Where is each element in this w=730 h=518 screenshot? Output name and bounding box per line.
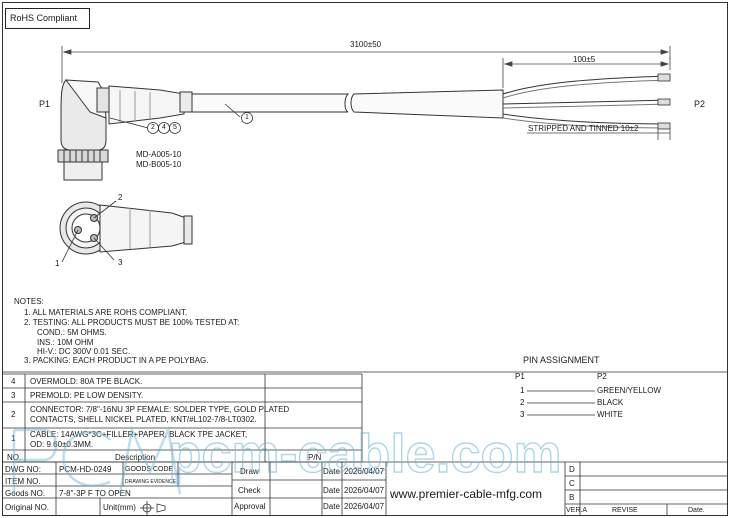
check-date: 2026/04/07 [344,486,385,495]
bom-row-no: 1 [11,434,16,443]
connector-model-b: MD-B005-10 [136,160,182,169]
rev-letter: C [569,479,575,488]
note-line: HI-V.: DC 300V 0.01 SEC. [37,347,131,356]
strip-length-dim: 100±5 [573,55,596,64]
tinned-ends [657,73,671,130]
pin-col-p2: P2 [597,372,607,381]
p2-label: P2 [694,99,706,109]
pin-row-p2: WHITE [597,410,623,419]
p1-label: P1 [39,99,51,109]
bom-row-no: 2 [11,410,16,419]
website-url: www.premier-cable-mfg.com [390,487,543,501]
rev-date-label: Date. [688,507,705,514]
check-label: Check [238,486,261,495]
original-no-label: Original NO. [5,503,50,512]
dwg-no-label: DWG NO: [5,465,41,474]
drawing-evidence-label: DRAWING EVIDENCE [125,479,176,485]
bom-row-no: 3 [11,391,16,400]
pin-1-label: 1 [55,259,60,268]
title-block-grid [2,461,727,515]
connector-model-a: MD-A005-10 [136,150,182,159]
approval-date: 2026/04/07 [344,502,385,511]
pin-assignment-title: PIN ASSIGNMENT [523,355,600,365]
pin-row-p1: 1 [520,386,525,395]
goods-no-label: Goods NO. [5,489,46,498]
bom-header-no: NO. [7,453,22,462]
projection-symbol-icon [140,501,166,515]
pin-assignment-lines [527,390,595,416]
pin-leaders [61,200,117,263]
pin-row-p2: GREEN/YELLOW [597,386,662,395]
dwg-no-value: PCM-HD-0249 [59,465,112,474]
pin-col-p1: P1 [515,372,525,381]
overall-length-dim: 3100±50 [350,40,382,49]
note-line: 3. PACKING: EACH PRODUCT IN A PE POLYBAG… [24,356,209,365]
bom-row-desc: PREMOLD: PE LOW DENSITY. [30,391,144,400]
pin-row-p1: 3 [520,410,525,419]
item-no-label: ITEM NO. [5,477,41,486]
bom-row-desc: CONTACTS, SHELL NICKEL PLATED, KNT/#L102… [30,415,257,424]
p1-connector-front [59,201,193,255]
draw-date: 2026/04/07 [344,467,385,476]
unit-label: Unit(mm) [103,503,136,512]
cable-callout [224,103,253,124]
strip-dimension [502,58,671,88]
callout-1: 1 [245,114,249,121]
note-line: INS.: 10M OHM [37,338,94,347]
connector-callouts [109,117,181,134]
rohs-label: RoHS Compliant [10,13,78,23]
bom-row-desc: OD: 9.60±0.3MM. [30,440,94,449]
note-line: 1. ALL MATERIALS ARE ROHS COMPLIANT. [24,308,188,317]
draw-label: Draw [240,467,259,476]
rev-letter: D [569,465,575,474]
stripped-note: STRIPPED AND TINNED 10±2 [528,124,639,133]
note-line: COND.: 5M OHMS. [37,328,107,337]
bom-row-desc: OVERMOLD: 80A TPE BLACK. [30,377,143,386]
bom-row-no: 4 [11,377,16,386]
pin-3-label: 3 [118,258,123,267]
callout-4: 4 [162,124,166,131]
callout-5: 5 [173,124,177,131]
date-label: Date [323,486,340,495]
bom-header-description: Description [115,453,156,462]
pin-row-p1: 2 [520,398,525,407]
p1-connector-side [57,79,193,181]
pin-row-p2: BLACK [597,398,624,407]
rev-letter: B [569,493,575,502]
goods-no-value: 7-8"-3P F TO OPEN [59,489,131,498]
rohs-box [5,8,90,29]
approval-label: Approval [234,502,266,511]
goods-code-label: GOODS CODE [125,466,174,473]
date-label: Date [323,467,340,476]
cable-jacket [191,89,504,119]
callout-2: 2 [151,124,155,131]
note-line: 2. TESTING: ALL PRODUCTS MUST BE 100% TE… [24,318,240,327]
rev-ver-label: VER.A [566,507,588,514]
notes-title: NOTES: [14,297,44,306]
rev-revise-label: REVISE [612,507,638,514]
overall-dimension [61,46,671,83]
bom-row-desc: CONNECTOR: 7/8"-16NU 3P FEMALE: SOLDER T… [30,405,290,414]
date-label: Date [323,502,340,511]
pin-2-label: 2 [118,193,123,202]
bom-row-desc: CABLE: 14AWG*3C+FILLER+PAPER, BLACK TPE … [30,430,248,439]
wires [502,75,671,129]
bom-header-pn: P/N [308,453,322,462]
